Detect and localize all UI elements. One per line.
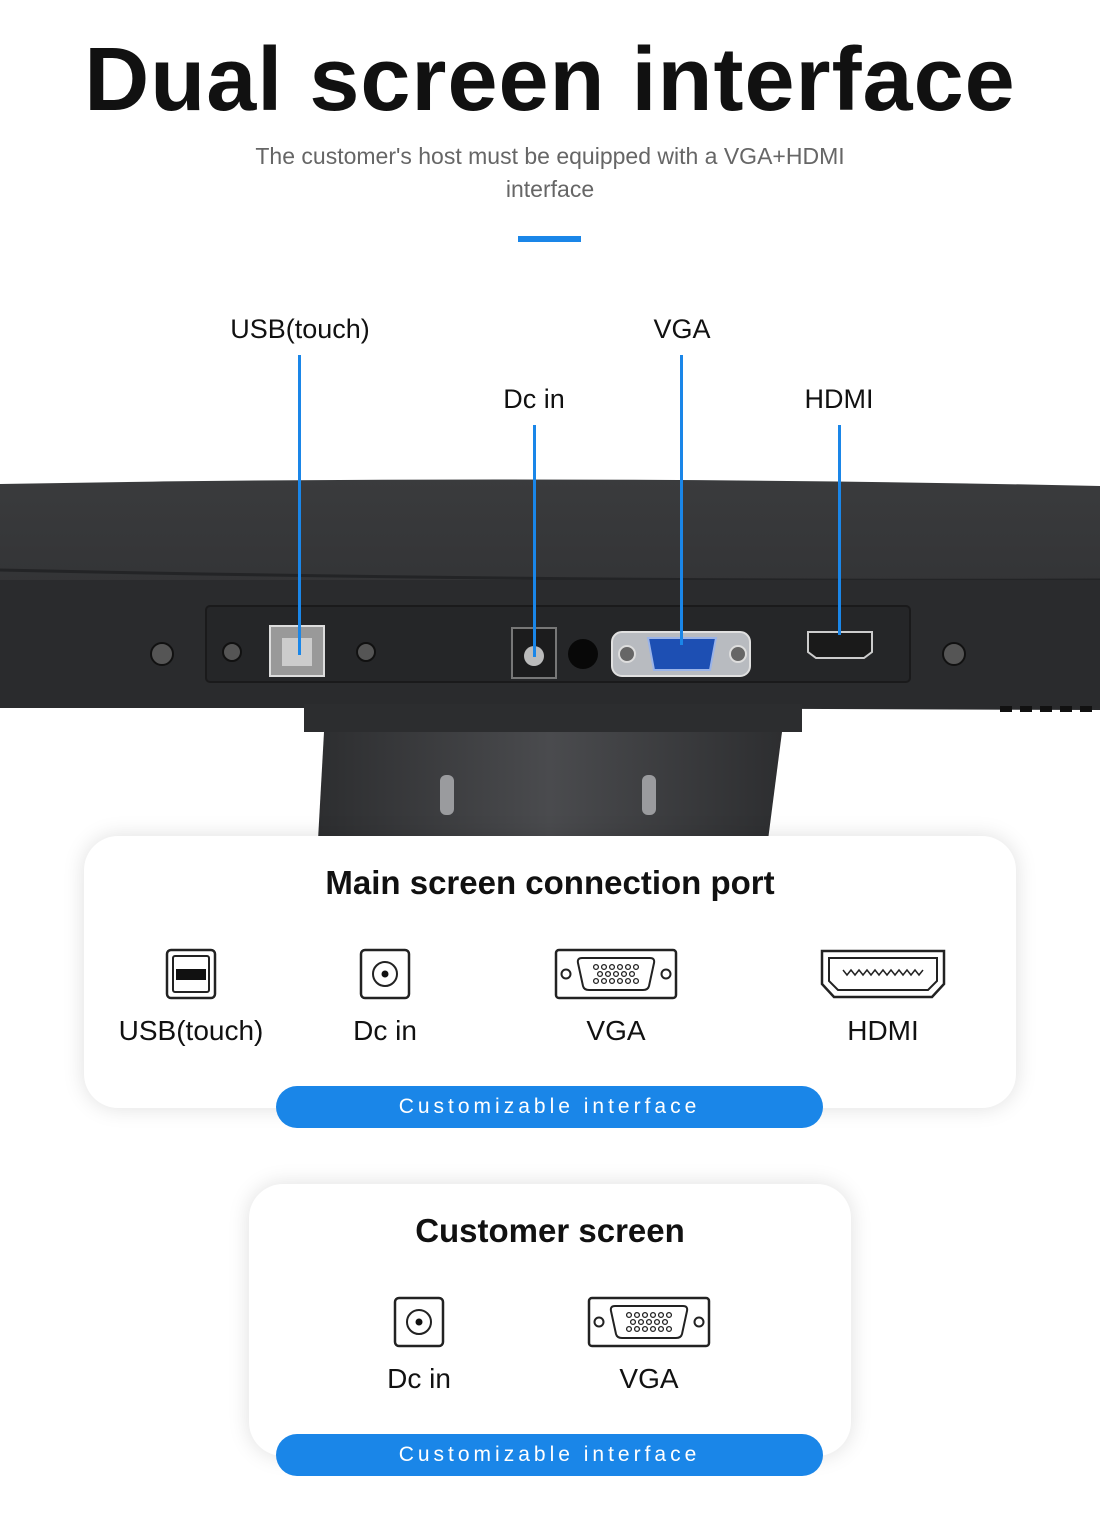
callout-hdmi: HDMI (804, 384, 874, 414)
page-subtitle: The customer's host must be equipped wit… (255, 143, 845, 202)
page-title: Dual screen interface (84, 30, 1016, 130)
monitor-ports-drawing (0, 479, 1100, 840)
customer-screen-card: Customer screen Dc in VGA (249, 1184, 851, 1456)
usb-b-icon (165, 948, 217, 1000)
main-card-title: Main screen connection port (325, 864, 775, 901)
customer-port-dc: Dc in (349, 1296, 489, 1395)
hdmi-port-icon (820, 949, 946, 999)
leader-line-hdmi (838, 425, 841, 635)
main-port-hdmi: HDMI (803, 948, 963, 1047)
customer-port-dc-label: Dc in (387, 1363, 451, 1394)
main-port-dc: Dc in (315, 948, 455, 1047)
main-customizable-badge: Customizable interface (276, 1086, 823, 1128)
monitor-bottom-illustration (0, 470, 1100, 840)
customer-port-vga: VGA (569, 1296, 729, 1395)
callout-usb: USB(touch) (230, 314, 370, 344)
vga-port-icon (587, 1296, 711, 1348)
dc-jack-icon (359, 948, 411, 1000)
customer-customizable-badge: Customizable interface (276, 1434, 823, 1476)
callout-vga: VGA (653, 314, 711, 344)
leader-line-vga (680, 355, 683, 645)
leader-line-usb (298, 355, 301, 655)
main-port-hdmi-label: HDMI (847, 1015, 919, 1046)
dc-jack-icon (393, 1296, 445, 1348)
main-screen-card: Main screen connection port USB(touch) D… (84, 836, 1016, 1108)
customer-card-title: Customer screen (415, 1212, 685, 1249)
callout-dc: Dc in (503, 384, 565, 414)
vga-port-icon (554, 948, 678, 1000)
customer-port-vga-label: VGA (619, 1363, 679, 1394)
main-port-vga: VGA (536, 948, 696, 1047)
main-port-dc-label: Dc in (353, 1015, 417, 1046)
main-port-vga-label: VGA (586, 1015, 646, 1046)
leader-line-dc (533, 425, 536, 657)
main-port-usb: USB(touch) (106, 948, 276, 1047)
accent-divider (518, 236, 581, 242)
main-port-usb-label: USB(touch) (118, 1015, 264, 1046)
